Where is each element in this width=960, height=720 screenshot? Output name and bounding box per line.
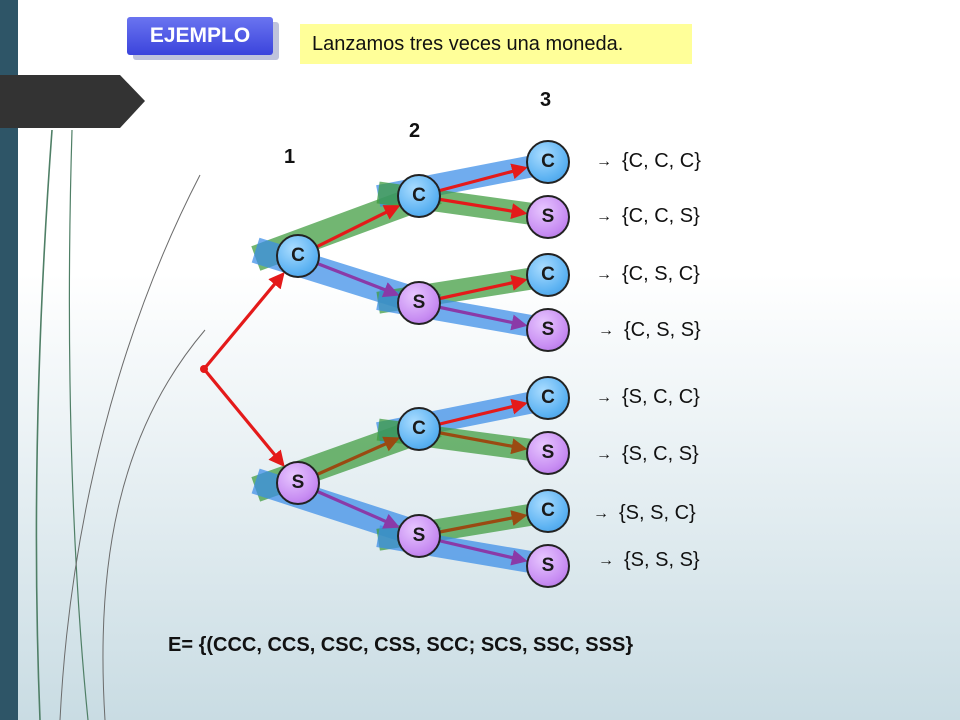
- level-label-3: 3: [540, 89, 552, 111]
- arrow-right-icon: →: [596, 445, 612, 463]
- tree-node-l2-tails: S: [397, 281, 441, 325]
- tree-node-l3-tails: S: [526, 195, 570, 239]
- decorative-curve: [68, 129, 89, 720]
- outcome-label: {S, C, C}: [622, 386, 700, 408]
- outcome-row: → {S, S, S}: [598, 549, 700, 572]
- outcome-row: → {C, C, S}: [596, 205, 700, 228]
- outcome-label: {S, S, S}: [624, 549, 700, 571]
- dark-arrow-tab: [0, 75, 145, 128]
- tree-node-l3-tails: S: [526, 308, 570, 352]
- tree-node-l1-tails: S: [276, 461, 320, 505]
- level-label-1: 1: [284, 146, 296, 168]
- tree-node-l2-tails: S: [397, 514, 441, 558]
- tree-node-l3-tails: S: [526, 431, 570, 475]
- tree-node-l3-tails: S: [526, 544, 570, 588]
- arrow-right-icon: →: [596, 207, 612, 225]
- outcome-label: {S, S, C}: [619, 502, 696, 524]
- branch-arrow: [202, 367, 285, 467]
- level-label-2: 2: [409, 120, 421, 142]
- decorative-curve: [59, 174, 201, 720]
- outcome-row: → {C, C, C}: [596, 150, 701, 173]
- outcome-label: {C, S, C}: [622, 263, 700, 285]
- sample-space-formula: E= {(CCC, CCS, CSC, CSS, SCC; SCS, SSC, …: [168, 634, 634, 656]
- decorative-curve: [35, 129, 53, 720]
- arrow-right-icon: →: [593, 504, 609, 522]
- arrow-right-icon: →: [598, 321, 614, 339]
- tree-node-l3-heads: C: [526, 489, 570, 533]
- tree-node-l1-heads: C: [276, 234, 320, 278]
- arrow-right-icon: →: [598, 551, 614, 569]
- outcome-label: {C, C, C}: [622, 150, 701, 172]
- outcome-row: → {C, S, C}: [596, 263, 700, 286]
- tree-node-l2-heads: C: [397, 174, 441, 218]
- arrow-right-icon: →: [596, 265, 612, 283]
- outcome-row: → {S, S, C}: [593, 502, 696, 525]
- decorative-curve: [102, 329, 206, 720]
- tree-node-l3-heads: C: [526, 140, 570, 184]
- outcome-label: {C, C, S}: [622, 205, 700, 227]
- arrow-right-icon: →: [596, 388, 612, 406]
- branch-bands: [251, 149, 567, 579]
- outcome-row: → {C, S, S}: [598, 319, 701, 342]
- branch-arrow: [202, 271, 285, 371]
- tree-node-l3-heads: C: [526, 376, 570, 420]
- left-accent-bar: [0, 0, 18, 720]
- example-badge: EJEMPLO: [127, 17, 273, 55]
- tree-node-l2-heads: C: [397, 407, 441, 451]
- subtitle-banner: Lanzamos tres veces una moneda.: [300, 24, 692, 64]
- outcome-row: → {S, C, C}: [596, 386, 700, 409]
- outcome-label: {C, S, S}: [624, 319, 701, 341]
- outcome-label: {S, C, S}: [622, 443, 699, 465]
- tree-node-l3-heads: C: [526, 253, 570, 297]
- outcome-row: → {S, C, S}: [596, 443, 699, 466]
- arrow-right-icon: →: [596, 152, 612, 170]
